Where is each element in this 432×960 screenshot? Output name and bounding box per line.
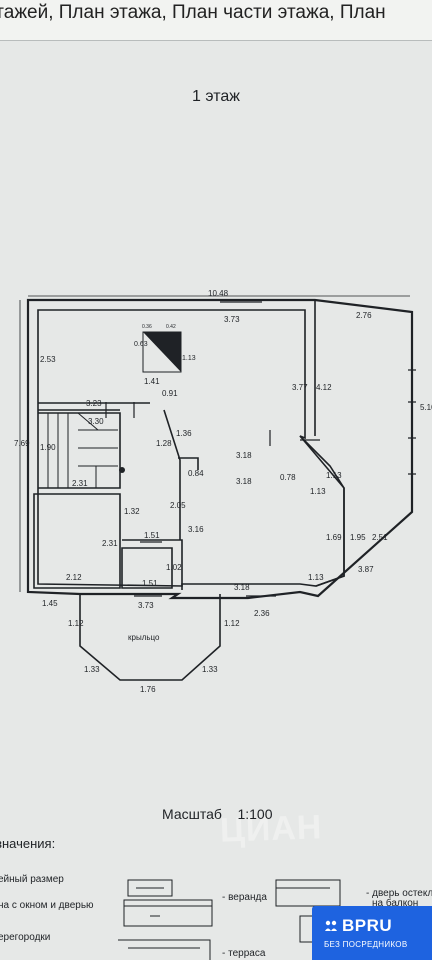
dim-136: 1.36 — [176, 429, 192, 438]
dim-769: 7.69 — [14, 439, 30, 448]
dim-236: 2.36 — [254, 609, 270, 618]
dim-stair-d: 1.13 — [182, 355, 196, 362]
window-marks — [408, 369, 416, 475]
dim-318b: 3.18 — [236, 477, 252, 486]
dim-510: 5.10 — [420, 403, 432, 412]
legend-item-balcony-door: - дверь остекл — [366, 888, 432, 899]
dim-169: 1.69 — [326, 533, 342, 542]
dim-318c: 3.18 — [234, 583, 250, 592]
outer-wall — [26, 298, 414, 600]
dim-176: 1.76 — [140, 685, 156, 694]
dim-091: 0.91 — [162, 389, 178, 398]
dim-132: 1.32 — [124, 507, 140, 516]
dim-113b: 1.13 — [310, 487, 326, 496]
door-marks — [105, 301, 320, 597]
dim-330: 3.30 — [88, 417, 104, 426]
dim-top-room: 3.73 — [224, 315, 240, 324]
bay-window — [299, 435, 345, 587]
corridor-wall — [163, 409, 199, 540]
dim-212: 2.12 — [66, 573, 82, 582]
dim-316: 3.16 — [188, 525, 204, 534]
stair-room — [38, 412, 121, 489]
brand-subtitle: БЕЗ ПОСРЕДНИКОВ — [324, 940, 408, 949]
dim-102: 1.02 — [166, 563, 182, 572]
scale-text: Масштаб — [162, 806, 222, 822]
dim-373b: 3.73 — [138, 601, 154, 610]
stair-steps — [47, 412, 118, 488]
porch-label: крыльцо — [128, 633, 160, 642]
legend: значения: ейный размер на с окном и двер… — [0, 834, 432, 960]
veranda-wall — [314, 300, 413, 512]
brand-logo: BPRU — [342, 916, 393, 935]
dim-151a: 1.51 — [144, 531, 160, 540]
porch-outline — [79, 594, 221, 681]
legend-title: значения: — [0, 836, 56, 851]
dim-323: 3.23 — [86, 399, 102, 408]
legend-item-terrace: - терраса — [222, 948, 266, 959]
dim-412: 4.12 — [316, 383, 332, 392]
scale-label: Масштаб 1:100 — [162, 806, 273, 822]
dim-113a: 1.13 — [326, 471, 342, 480]
door-knob — [119, 467, 125, 473]
dim-251: 2.51 — [372, 533, 388, 542]
legend-item-veranda: - веранда — [222, 892, 267, 903]
brand-badge[interactable]: BPRU БЕЗ ПОСРЕДНИКОВ — [312, 906, 432, 960]
dim-231b: 2.31 — [102, 539, 118, 548]
dim-112b: 1.12 — [224, 619, 240, 628]
hall-wall — [122, 539, 183, 590]
legend-item-dimension: ейный размер — [0, 874, 64, 885]
floor-title: 1 этаж — [192, 88, 240, 105]
dim-084: 0.84 — [188, 469, 204, 478]
dim-141: 1.41 — [144, 377, 160, 386]
dim-112a: 1.12 — [68, 619, 84, 628]
dim-133b: 1.33 — [202, 665, 218, 674]
legend-item-balcony: на балкон — [372, 898, 419, 909]
lower-left-room — [33, 493, 121, 589]
dim-stair-a: 0.36 — [142, 324, 152, 330]
scale-value: 1:100 — [237, 806, 273, 822]
dim-190: 1.90 — [40, 443, 56, 452]
dim-total-width: 10.48 — [208, 289, 229, 298]
dim-stair-b: 0.42 — [166, 324, 176, 330]
dim-387: 3.87 — [358, 565, 374, 574]
dim-left-upper: 2.53 — [40, 355, 56, 364]
dim-231a: 2.31 — [72, 479, 88, 488]
stair-fill — [143, 332, 181, 372]
people-icon — [325, 920, 337, 931]
dim-133a: 1.33 — [84, 665, 100, 674]
bath-room — [121, 547, 173, 589]
legend-item-window-door: на с окном и дверью — [0, 900, 94, 911]
dim-205: 2.05 — [170, 501, 186, 510]
dim-195: 1.95 — [350, 533, 366, 542]
legend-item-partitions: ерегородки — [0, 932, 51, 943]
dim-377: 3.77 — [292, 383, 308, 392]
header-strip: этажей, План этажа, План части этажа, Пл… — [0, 0, 432, 41]
dim-078: 0.78 — [280, 473, 296, 482]
dim-113c: 1.13 — [308, 573, 324, 582]
dim-318a: 3.18 — [236, 451, 252, 460]
dim-128: 1.28 — [156, 439, 172, 448]
dim-stair-c: 0.63 — [134, 341, 148, 348]
dim-right-top: 2.76 — [356, 311, 372, 320]
header-text: этажей, План этажа, План части этажа, Пл… — [0, 2, 386, 23]
dim-145: 1.45 — [42, 599, 58, 608]
dim-151b: 1.51 — [142, 579, 158, 588]
